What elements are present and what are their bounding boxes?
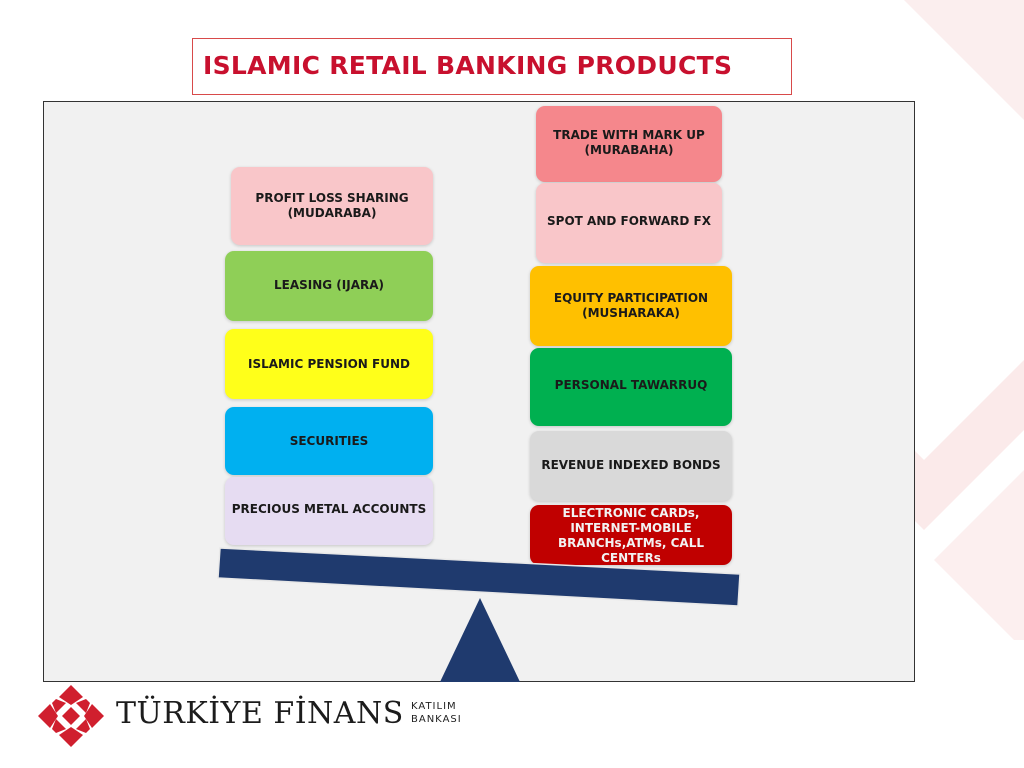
turkiye-finans-logo-icon — [38, 685, 104, 747]
box-personal-tawarruq: PERSONAL TAWARRUQ — [530, 348, 732, 426]
balance-fulcrum — [440, 598, 520, 682]
brand-subtitle: KATILIM BANKASI — [411, 700, 471, 726]
page-title: ISLAMIC RETAIL BANKING PRODUCTS — [203, 51, 733, 80]
box-electronic-channels: ELECTRONIC CARDs, INTERNET-MOBILE BRANCH… — [530, 505, 732, 565]
box-trade-with-mark-up: TRADE WITH MARK UP (MURABAHA) — [536, 106, 722, 182]
brand-name: TÜRKİYE FİNANS — [116, 696, 404, 731]
balance-beam — [217, 547, 741, 607]
box-leasing: LEASING (IJARA) — [225, 251, 433, 321]
box-precious-metal-accounts: PRECIOUS METAL ACCOUNTS — [225, 477, 433, 545]
box-spot-and-forward-fx: SPOT AND FORWARD FX — [536, 183, 722, 263]
box-profit-loss-sharing: PROFIT LOSS SHARING (MUDARABA) — [231, 167, 433, 245]
title-box: ISLAMIC RETAIL BANKING PRODUCTS — [192, 38, 792, 95]
brand-sub-line2: BANKASI — [411, 714, 462, 725]
brand-sub-line1: KATILIM — [411, 701, 457, 712]
box-islamic-pension-fund: ISLAMIC PENSION FUND — [225, 329, 433, 399]
box-equity-participation: EQUITY PARTICIPATION (MUSHARAKA) — [530, 266, 732, 346]
box-securities: SECURITIES — [225, 407, 433, 475]
box-revenue-indexed-bonds: REVENUE INDEXED BONDS — [530, 431, 732, 501]
